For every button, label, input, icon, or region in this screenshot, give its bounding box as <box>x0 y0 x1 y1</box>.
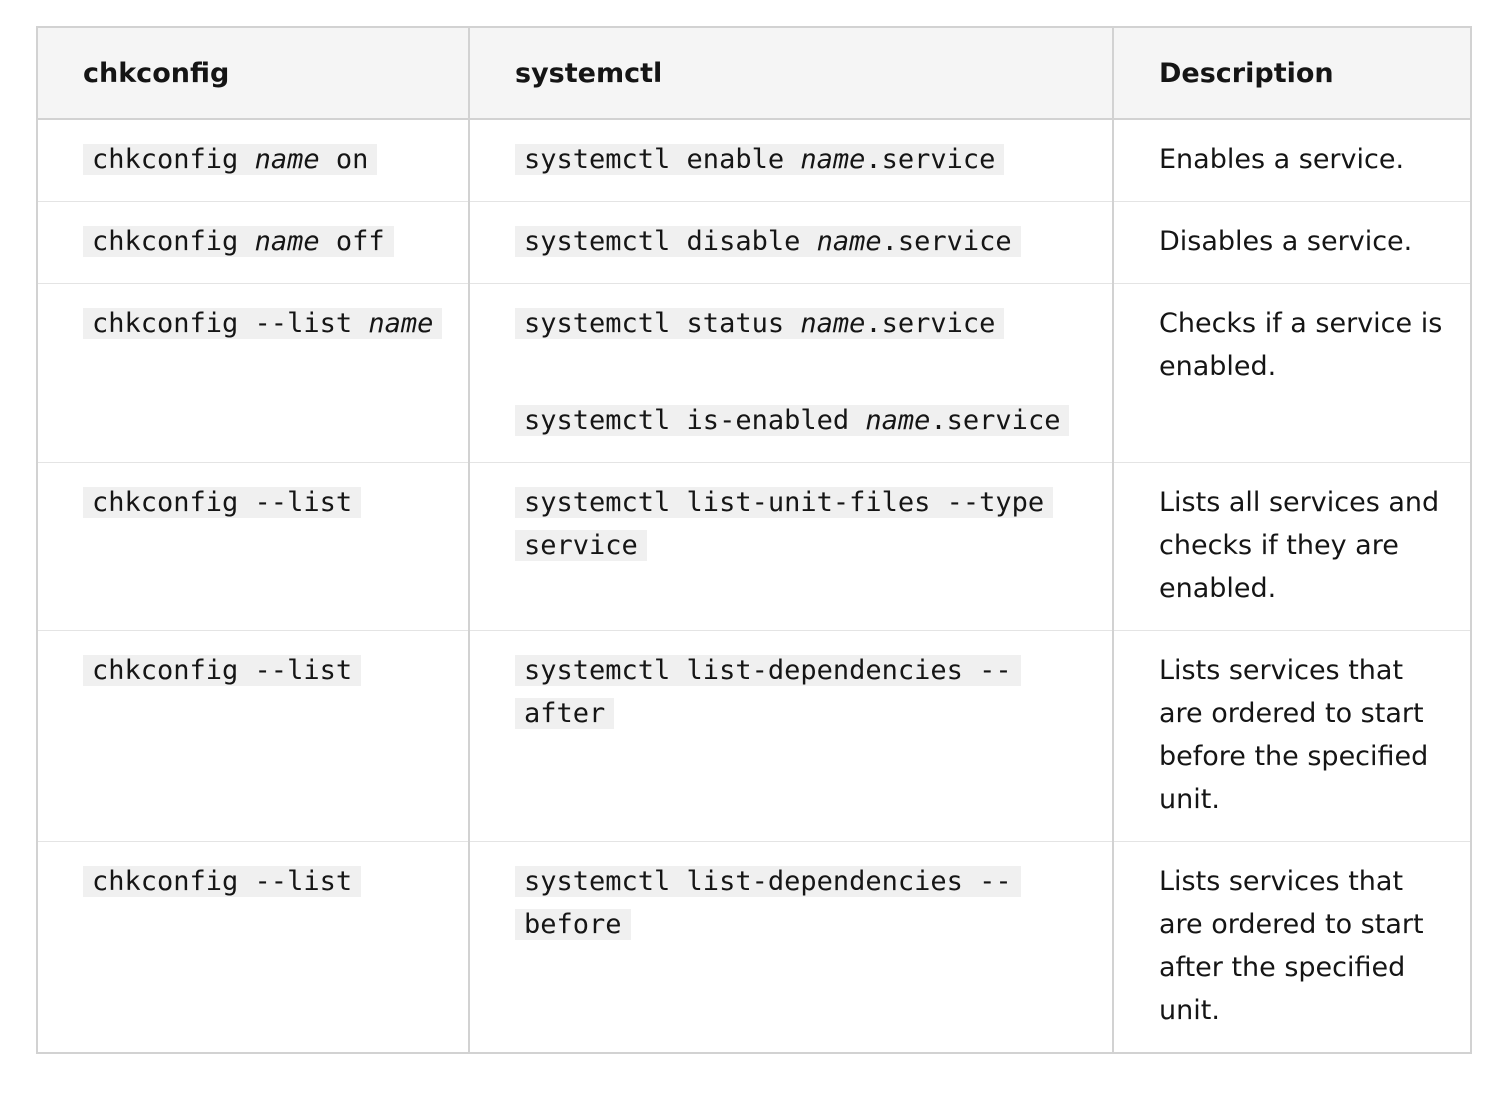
cell-chkconfig: chkconfig --list name <box>36 283 470 463</box>
systemctl-command-line: systemctl list-unit-files --type service <box>515 481 1092 567</box>
systemctl-command-line: systemctl status name.service <box>515 302 1092 345</box>
table-row: chkconfig --list systemctl list-dependenc… <box>36 630 1472 842</box>
cell-description: Enables a service. <box>1112 118 1472 202</box>
description-text: Checks if a service is enabled. <box>1159 308 1443 382</box>
systemctl-command: systemctl list-dependencies --before <box>515 866 1021 940</box>
cell-chkconfig: chkconfig --list <box>36 462 470 631</box>
cell-description: Lists services that are ordered to start… <box>1112 841 1472 1054</box>
description-text: Lists services that are ordered to start… <box>1159 866 1424 1026</box>
systemctl-command: systemctl list-unit-files --type service <box>515 487 1054 561</box>
systemctl-command-line: systemctl disable name.service <box>515 220 1092 263</box>
chkconfig-command: chkconfig name off <box>83 226 394 257</box>
chkconfig-command-line: chkconfig name off <box>83 220 448 263</box>
command-text: systemctl status <box>524 308 801 339</box>
table-row: chkconfig --list systemctl list-unit-file… <box>36 462 1472 631</box>
command-text: chkconfig --list <box>92 487 353 518</box>
description-text: Enables a service. <box>1159 144 1405 175</box>
systemctl-command: systemctl list-dependencies --after <box>515 655 1021 729</box>
command-text: systemctl is-enabled <box>524 405 866 436</box>
cell-description: Checks if a service is enabled. <box>1112 283 1472 463</box>
command-placeholder: name <box>800 144 866 175</box>
command-placeholder: name <box>368 308 434 339</box>
chkconfig-command-line: chkconfig --list <box>83 649 448 692</box>
command-placeholder: name <box>254 144 320 175</box>
command-spacer <box>515 345 1092 399</box>
chkconfig-command: chkconfig --list <box>83 487 362 518</box>
cell-chkconfig: chkconfig --list <box>36 841 470 1054</box>
systemctl-command: systemctl disable name.service <box>515 226 1021 257</box>
cell-systemctl: systemctl disable name.service <box>468 201 1114 284</box>
command-placeholder: name <box>800 308 866 339</box>
description-text: Lists services that are ordered to start… <box>1159 655 1429 815</box>
command-text: systemctl enable <box>524 144 801 175</box>
cell-systemctl: systemctl list-dependencies --after <box>468 630 1114 842</box>
chkconfig-command: chkconfig --list <box>83 866 362 897</box>
chkconfig-command-line: chkconfig --list name <box>83 302 448 345</box>
command-placeholder: name <box>816 226 882 257</box>
chkconfig-command: chkconfig --list <box>83 655 362 686</box>
cell-chkconfig: chkconfig --list <box>36 630 470 842</box>
chkconfig-command: chkconfig name on <box>83 144 378 175</box>
command-text: systemctl list-unit-files --type service <box>524 487 1045 561</box>
column-header-chkconfig: chkconfig <box>36 26 470 120</box>
cell-systemctl: systemctl list-dependencies --before <box>468 841 1114 1054</box>
table-row: chkconfig name off systemctl disable name… <box>36 201 1472 284</box>
command-text: .service <box>865 144 996 175</box>
column-header-systemctl: systemctl <box>468 26 1114 120</box>
command-text: chkconfig --list <box>92 308 369 339</box>
cell-systemctl: systemctl enable name.service <box>468 118 1114 202</box>
command-placeholder: name <box>865 405 931 436</box>
chkconfig-command-line: chkconfig --list <box>83 481 448 524</box>
command-text: on <box>319 144 369 175</box>
command-text: systemctl list-dependencies --before <box>524 866 1012 940</box>
command-text: .service <box>930 405 1061 436</box>
cell-chkconfig: chkconfig name on <box>36 118 470 202</box>
systemctl-command-line: systemctl is-enabled name.service <box>515 399 1092 442</box>
cell-description: Lists services that are ordered to start… <box>1112 630 1472 842</box>
column-header-description: Description <box>1112 26 1472 120</box>
chkconfig-command-line: chkconfig --list <box>83 860 448 903</box>
command-text: .service <box>865 308 996 339</box>
cell-systemctl: systemctl list-unit-files --type service <box>468 462 1114 631</box>
cell-description: Disables a service. <box>1112 201 1472 284</box>
chkconfig-command: chkconfig --list name <box>83 308 443 339</box>
command-text: chkconfig <box>92 226 255 257</box>
systemctl-command: systemctl is-enabled name.service <box>515 405 1070 436</box>
command-text: chkconfig --list <box>92 655 353 686</box>
systemctl-command-line: systemctl list-dependencies --before <box>515 860 1092 946</box>
command-text: .service <box>881 226 1012 257</box>
command-comparison-table: chkconfig systemctl Description chkconfi… <box>36 26 1472 1054</box>
command-text: off <box>319 226 385 257</box>
table-row: chkconfig --list systemctl list-dependenc… <box>36 841 1472 1054</box>
command-text: chkconfig --list <box>92 866 353 897</box>
command-text: systemctl list-dependencies --after <box>524 655 1012 729</box>
systemctl-command-line: systemctl list-dependencies --after <box>515 649 1092 735</box>
table-header-row: chkconfig systemctl Description <box>36 26 1472 120</box>
systemctl-command-line: systemctl enable name.service <box>515 138 1092 181</box>
systemctl-command: systemctl status name.service <box>515 308 1005 339</box>
command-placeholder: name <box>254 226 320 257</box>
cell-chkconfig: chkconfig name off <box>36 201 470 284</box>
chkconfig-command-line: chkconfig name on <box>83 138 448 181</box>
command-text: systemctl disable <box>524 226 817 257</box>
table-header: chkconfig systemctl Description <box>36 26 1472 120</box>
description-text: Disables a service. <box>1159 226 1413 257</box>
description-text: Lists all services and checks if they ar… <box>1159 487 1440 604</box>
systemctl-command: systemctl enable name.service <box>515 144 1005 175</box>
cell-description: Lists all services and checks if they ar… <box>1112 462 1472 631</box>
command-text: chkconfig <box>92 144 255 175</box>
